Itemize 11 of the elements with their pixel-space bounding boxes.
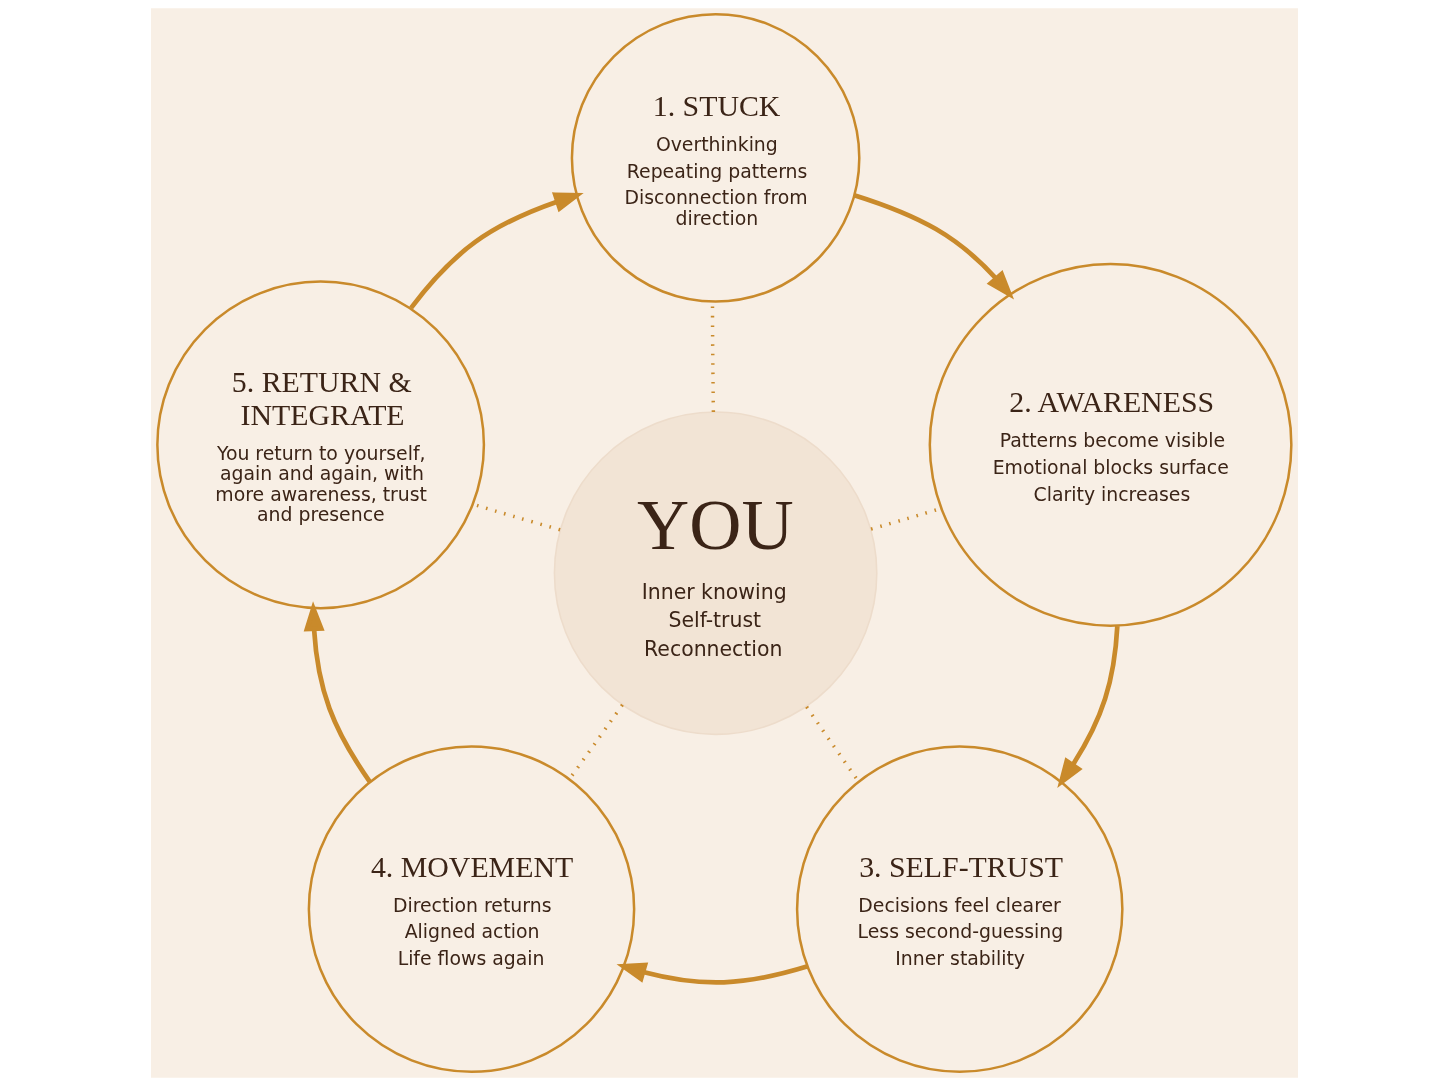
arrow — [303, 601, 372, 784]
node-circle: 4. MOVEMENT Direction returns Aligned action Life flows again — [307, 745, 635, 1074]
node-circle: 5. RETURN & INTEGRATE You return to yourself, again and again, with more awareness, trust and presence — [155, 280, 485, 610]
arrow — [408, 192, 584, 310]
arrow — [1056, 625, 1120, 788]
node-circle: 2. AWARENESS Patterns become visible Emotional blocks surface Clarity increases — [928, 262, 1293, 627]
node-circle: 3. SELF-TRUST Decisions feel clearer Less second-guessing Inner stability — [795, 745, 1124, 1074]
node-circle: YOU Inner knowing Self-trust Reconnection — [553, 411, 878, 736]
arrow — [852, 192, 1014, 300]
arrow — [616, 962, 808, 985]
node-circle: 1. STUCK Overthinking Repeating patterns Disconnection from direction — [570, 12, 861, 303]
